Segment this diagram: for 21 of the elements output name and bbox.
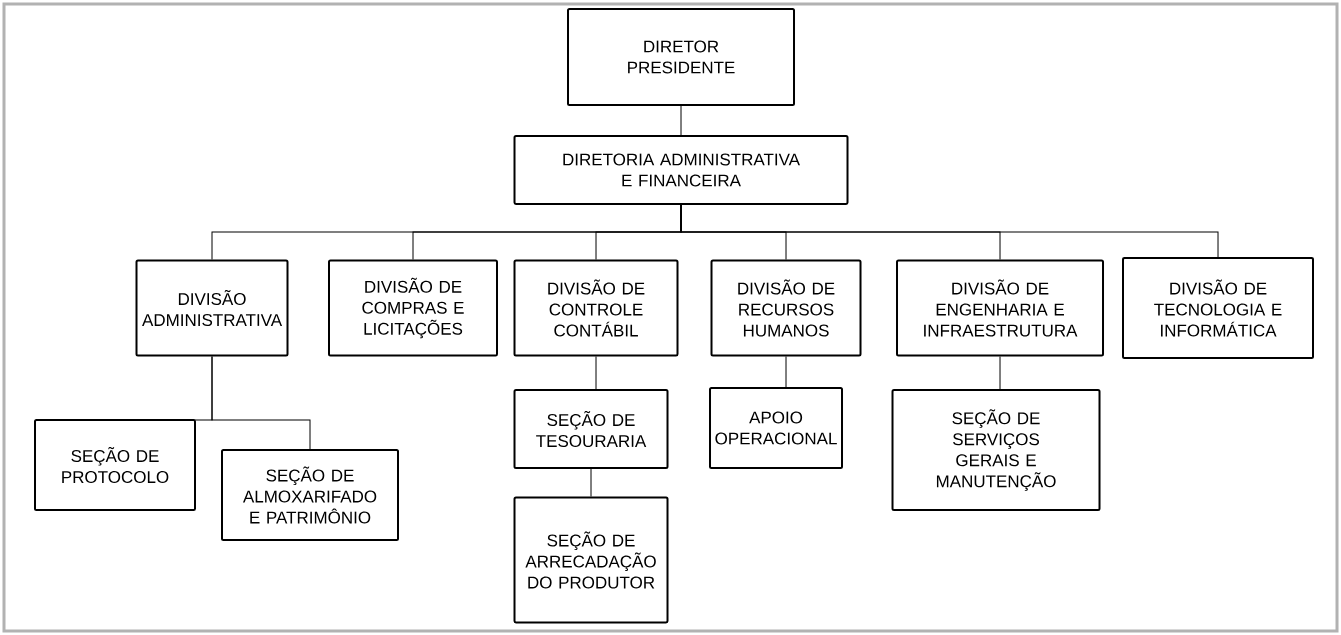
connector-line — [999, 356, 1001, 390]
org-box: DIRETORIA ADMINISTRATIVA E FINANCEIRA — [513, 135, 849, 205]
org-box: SEÇÃO DE TESOURARIA — [513, 389, 669, 469]
org-box: SEÇÃO DE ALMOXARIFADO E PATRIMÔNIO — [221, 449, 399, 541]
org-box: DIRETOR PRESIDENTE — [567, 8, 795, 106]
connector-line — [680, 204, 1219, 258]
org-box: DIVISÃO DE RECURSOS HUMANOS — [710, 259, 862, 357]
org-box: DIVISÃO DE TECNOLOGIA E INFORMÁTICA — [1122, 257, 1314, 359]
connector-line — [595, 356, 597, 390]
org-box: SEÇÃO DE SERVIÇOS GERAIS E MANUTENÇÃO — [891, 389, 1101, 511]
org-box: APOIO OPERACIONAL — [709, 387, 843, 469]
connector-line — [590, 468, 592, 497]
connector-line — [680, 105, 682, 136]
org-box: DIVISÃO DE ENGENHARIA E INFRAESTRUTURA — [896, 259, 1104, 357]
connector-line — [211, 356, 311, 450]
org-box: SEÇÃO DE ARRECADAÇÃO DO PRODUTOR — [513, 496, 669, 624]
org-box: DIVISÃO DE COMPRAS E LICITAÇÕES — [328, 259, 498, 357]
connector-line — [785, 356, 787, 388]
org-box: SEÇÃO DE PROTOCOLO — [34, 419, 196, 511]
org-box: DIVISÃO DE CONTROLE CONTÁBIL — [513, 259, 679, 357]
org-box: DIVISÃO ADMINISTRATIVA — [135, 259, 289, 357]
